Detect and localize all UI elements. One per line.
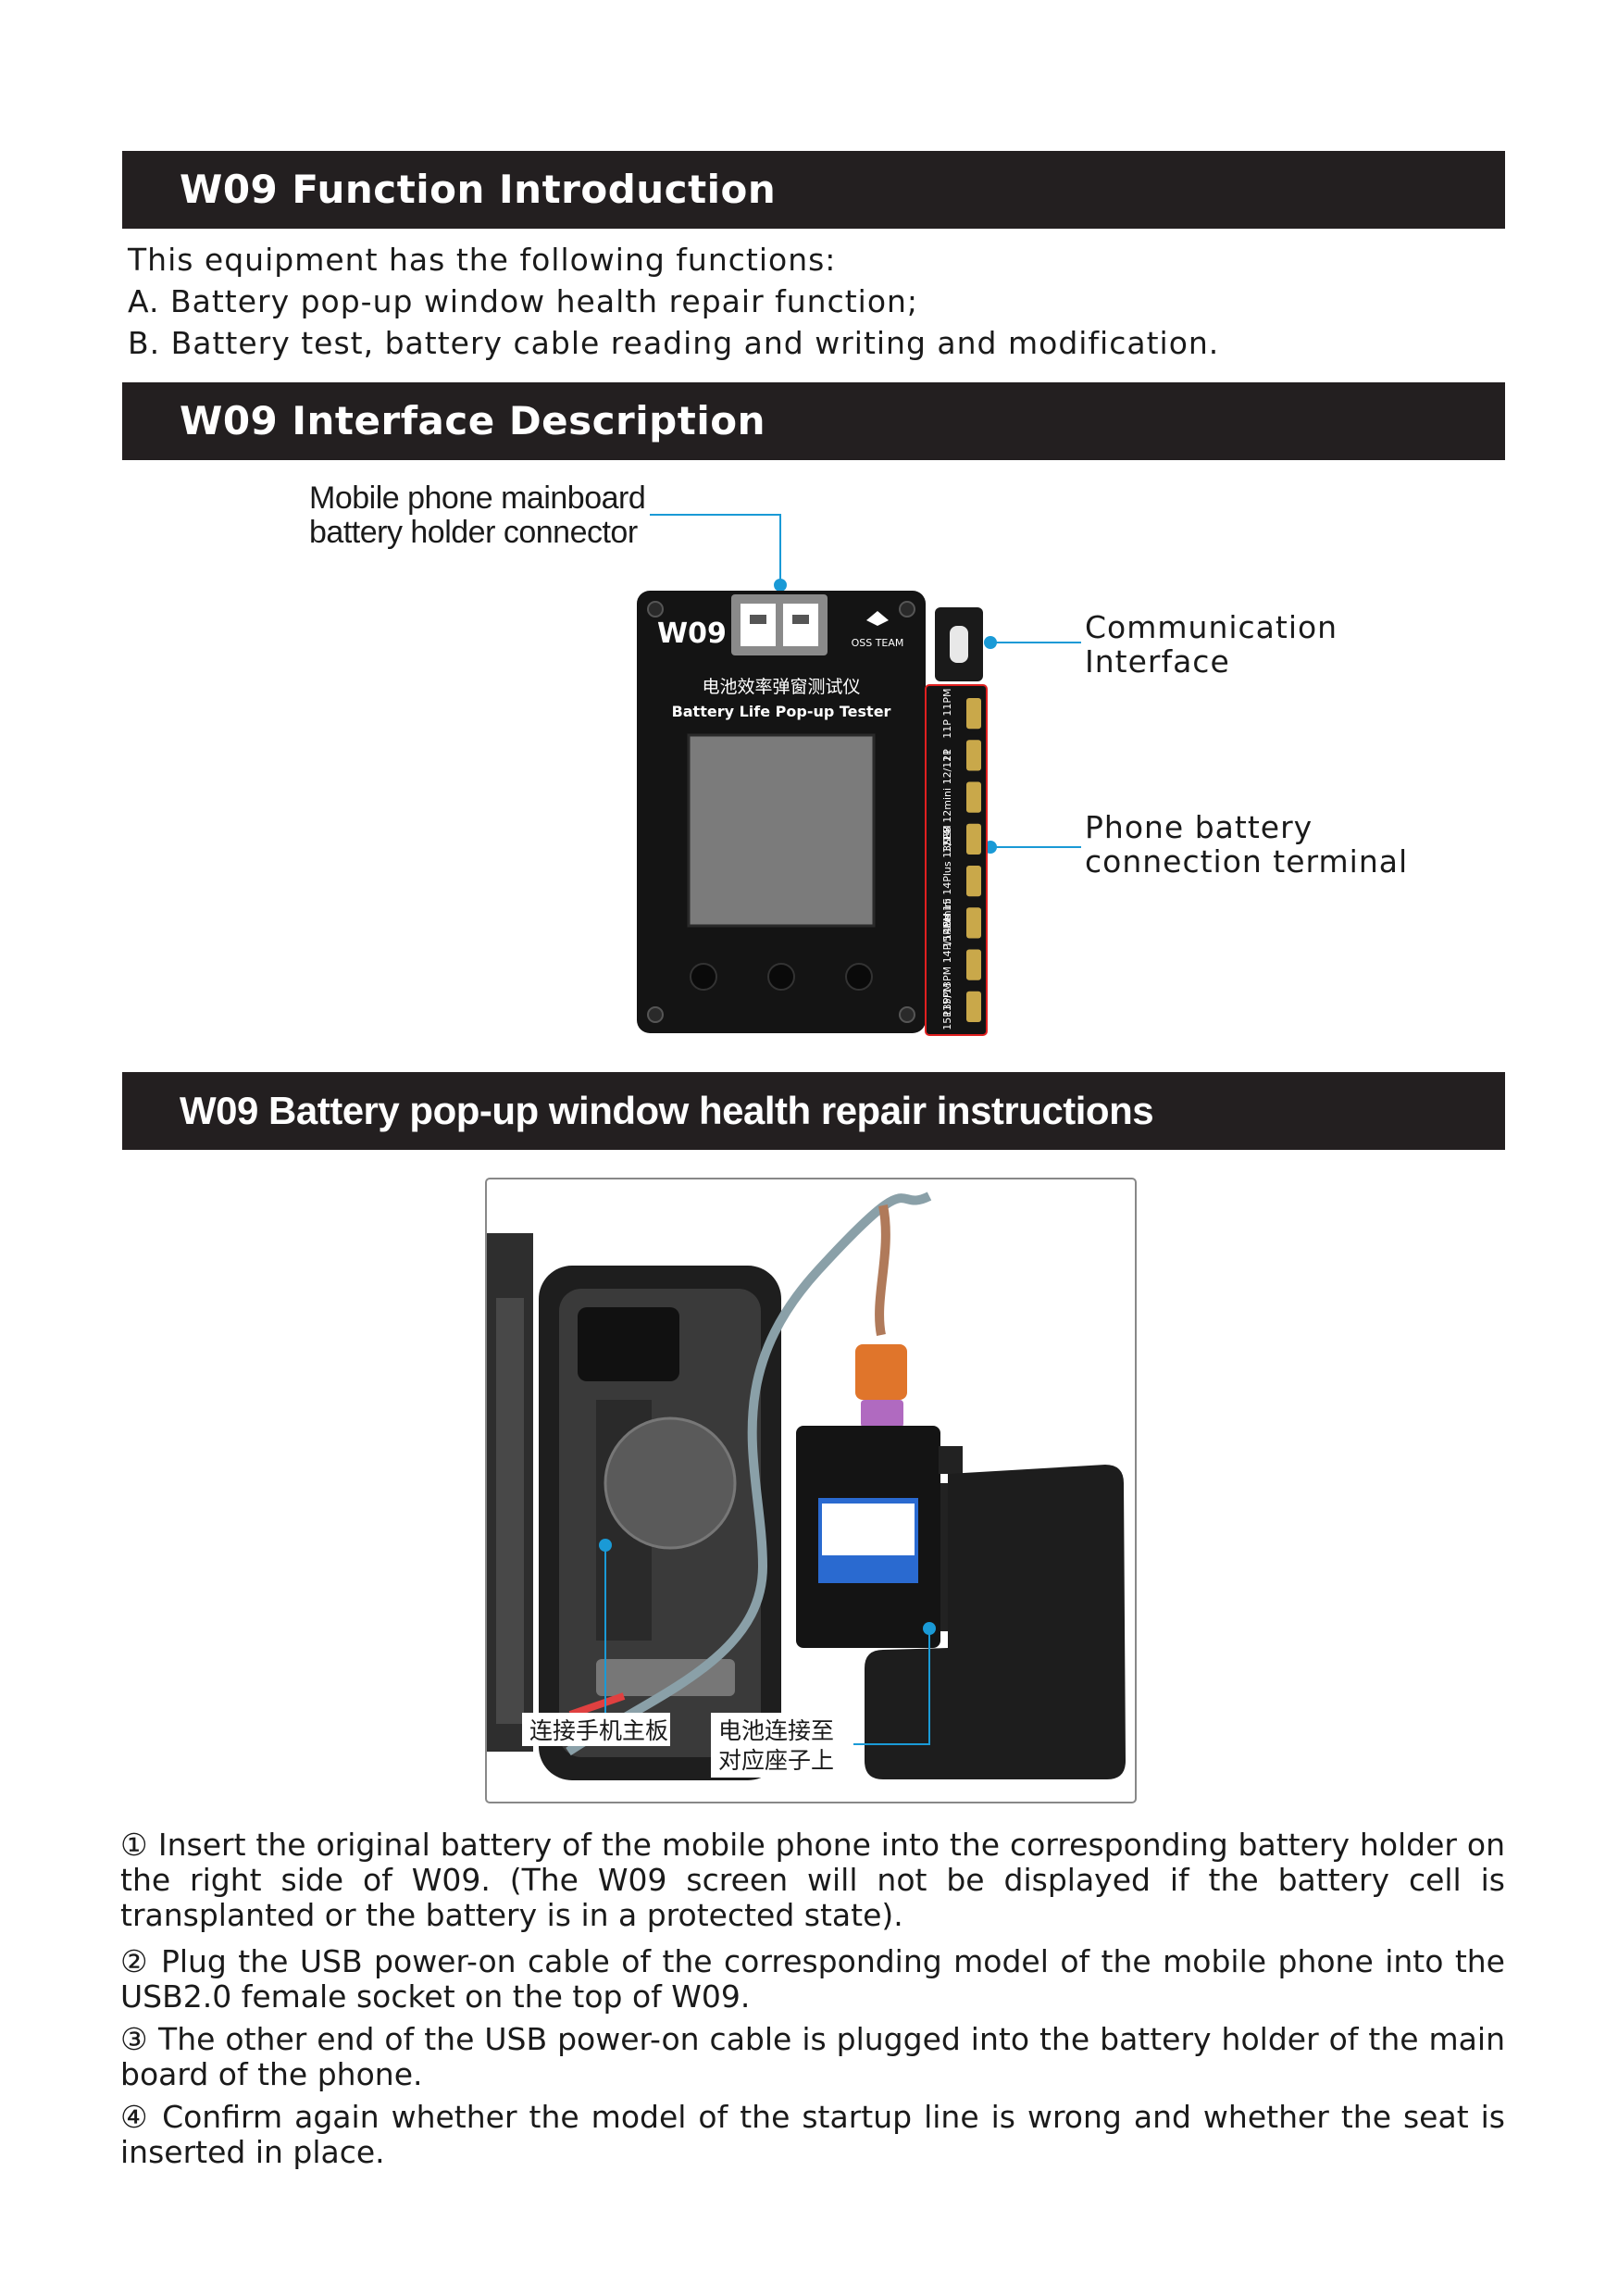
step-4: ④ Confirm again whether the model of the… xyxy=(120,2099,1505,2170)
section-header-interface: W09 Interface Description xyxy=(122,382,1505,460)
device-model: W09 xyxy=(657,618,727,650)
battery-slot-connector xyxy=(966,907,981,939)
section-title: W09 Interface Description xyxy=(180,398,765,443)
callout-battery-terminal: Phone battery connection terminal xyxy=(1085,810,1408,879)
camera-module xyxy=(578,1307,679,1381)
photo-type-c xyxy=(939,1446,963,1474)
callout-line: battery holder connector xyxy=(309,515,638,550)
battery-slot-label: 11P 11PM xyxy=(941,689,953,739)
power-cable xyxy=(875,1204,890,1336)
usb-connector xyxy=(855,1344,907,1400)
battery-terminal-strip xyxy=(925,684,988,1036)
function-a: A. Battery pop-up window health repair f… xyxy=(128,283,919,319)
callout-line: connection terminal xyxy=(1085,843,1409,880)
battery-slot-connector xyxy=(966,781,981,813)
callout-line: Communication xyxy=(1085,609,1338,645)
repair-photo: 连接手机主板 电池连接至 对应座子上 xyxy=(485,1178,1137,1803)
label-bg xyxy=(522,1713,670,1746)
device-button xyxy=(767,963,795,991)
callout-line: Phone battery xyxy=(1085,809,1313,845)
step-3: ③ The other end of the USB power-on cabl… xyxy=(120,2021,1505,2092)
usb-contact xyxy=(792,615,809,624)
section-header-repair: W09 Battery pop-up window health repair … xyxy=(122,1072,1505,1150)
device-brand: OSS TEAM xyxy=(852,637,904,649)
callout-line: Mobile phone mainboard xyxy=(309,480,646,516)
w09-device-illustration: W09 OSS TEAM 电池效率弹窗测试仪 Battery Life Pop-… xyxy=(637,514,1081,1036)
battery-slot-connector xyxy=(966,866,981,897)
oss-logo-icon xyxy=(866,611,889,626)
screw-icon xyxy=(647,1006,664,1023)
type-c-socket xyxy=(950,626,968,663)
battery-slot-label: SE3 12mini 12/12P xyxy=(941,749,953,845)
battery-slot-connector xyxy=(966,949,981,980)
leader-dot xyxy=(774,579,787,592)
section-title: W09 Battery pop-up window health repair … xyxy=(180,1089,1154,1132)
usb-contact xyxy=(750,615,766,624)
step-1: ① Insert the original battery of the mob… xyxy=(120,1827,1505,1933)
callout-mainboard-connector: Mobile phone mainboard battery holder co… xyxy=(309,480,646,550)
usb-slot xyxy=(741,604,776,646)
label-bg xyxy=(711,1713,853,1778)
usb-plug xyxy=(861,1400,903,1428)
battery-slot-connector xyxy=(966,823,981,855)
step-2: ② Plug the USB power-on cable of the cor… xyxy=(120,1943,1505,2015)
repair-steps: ① Insert the original battery of the mob… xyxy=(120,1828,1505,2170)
function-b: B. Battery test, battery cable reading a… xyxy=(128,325,1220,361)
usb-slot xyxy=(783,604,818,646)
battery-slot-connector xyxy=(966,698,981,730)
photo-screen-panel xyxy=(822,1504,915,1555)
label-battery-line2: 对应座子上 xyxy=(718,1747,834,1774)
leader-dot xyxy=(984,636,997,649)
battery-slot-label: 12PM xyxy=(941,825,953,853)
screw-icon xyxy=(899,601,915,618)
intro-line: This equipment has the following functio… xyxy=(128,242,837,278)
device-screen xyxy=(687,733,876,928)
device-name-en: Battery Life Pop-up Tester xyxy=(672,703,891,720)
battery-slot-label: 15Plus 15 xyxy=(941,898,953,948)
wireless-coil xyxy=(604,1416,737,1550)
callout-communication-interface: Communication Interface xyxy=(1085,610,1338,679)
screw-icon xyxy=(899,1006,915,1023)
screw-icon xyxy=(647,601,664,618)
callout-line: Interface xyxy=(1085,643,1230,680)
battery-slot-label: 11 xyxy=(941,749,953,762)
device-button xyxy=(690,963,717,991)
device-button xyxy=(845,963,873,991)
leader-line xyxy=(852,1628,930,1745)
battery-slot-connector xyxy=(966,740,981,771)
leader-line xyxy=(650,514,781,585)
phone-screen-glass xyxy=(496,1298,524,1724)
battery-slot-connector xyxy=(966,991,981,1022)
label-mainboard: 连接手机主板 xyxy=(529,1717,668,1744)
usb-cable xyxy=(566,1192,932,1756)
battery-slot-label: 15mini 14Plus 13/14 xyxy=(941,829,953,933)
battery-slot-label: 13P/13PM 14P/14PM xyxy=(941,913,953,1017)
label-battery-line1: 电池连接至 xyxy=(718,1717,834,1744)
battery-slot-label: 15P15PM xyxy=(941,983,953,1030)
device-name-cn: 电池效率弹窗测试仪 xyxy=(702,677,860,697)
section-title: W09 Function Introduction xyxy=(180,167,777,212)
section-header-function: W09 Function Introduction xyxy=(122,151,1505,229)
function-list: This equipment has the following functio… xyxy=(128,239,1219,364)
